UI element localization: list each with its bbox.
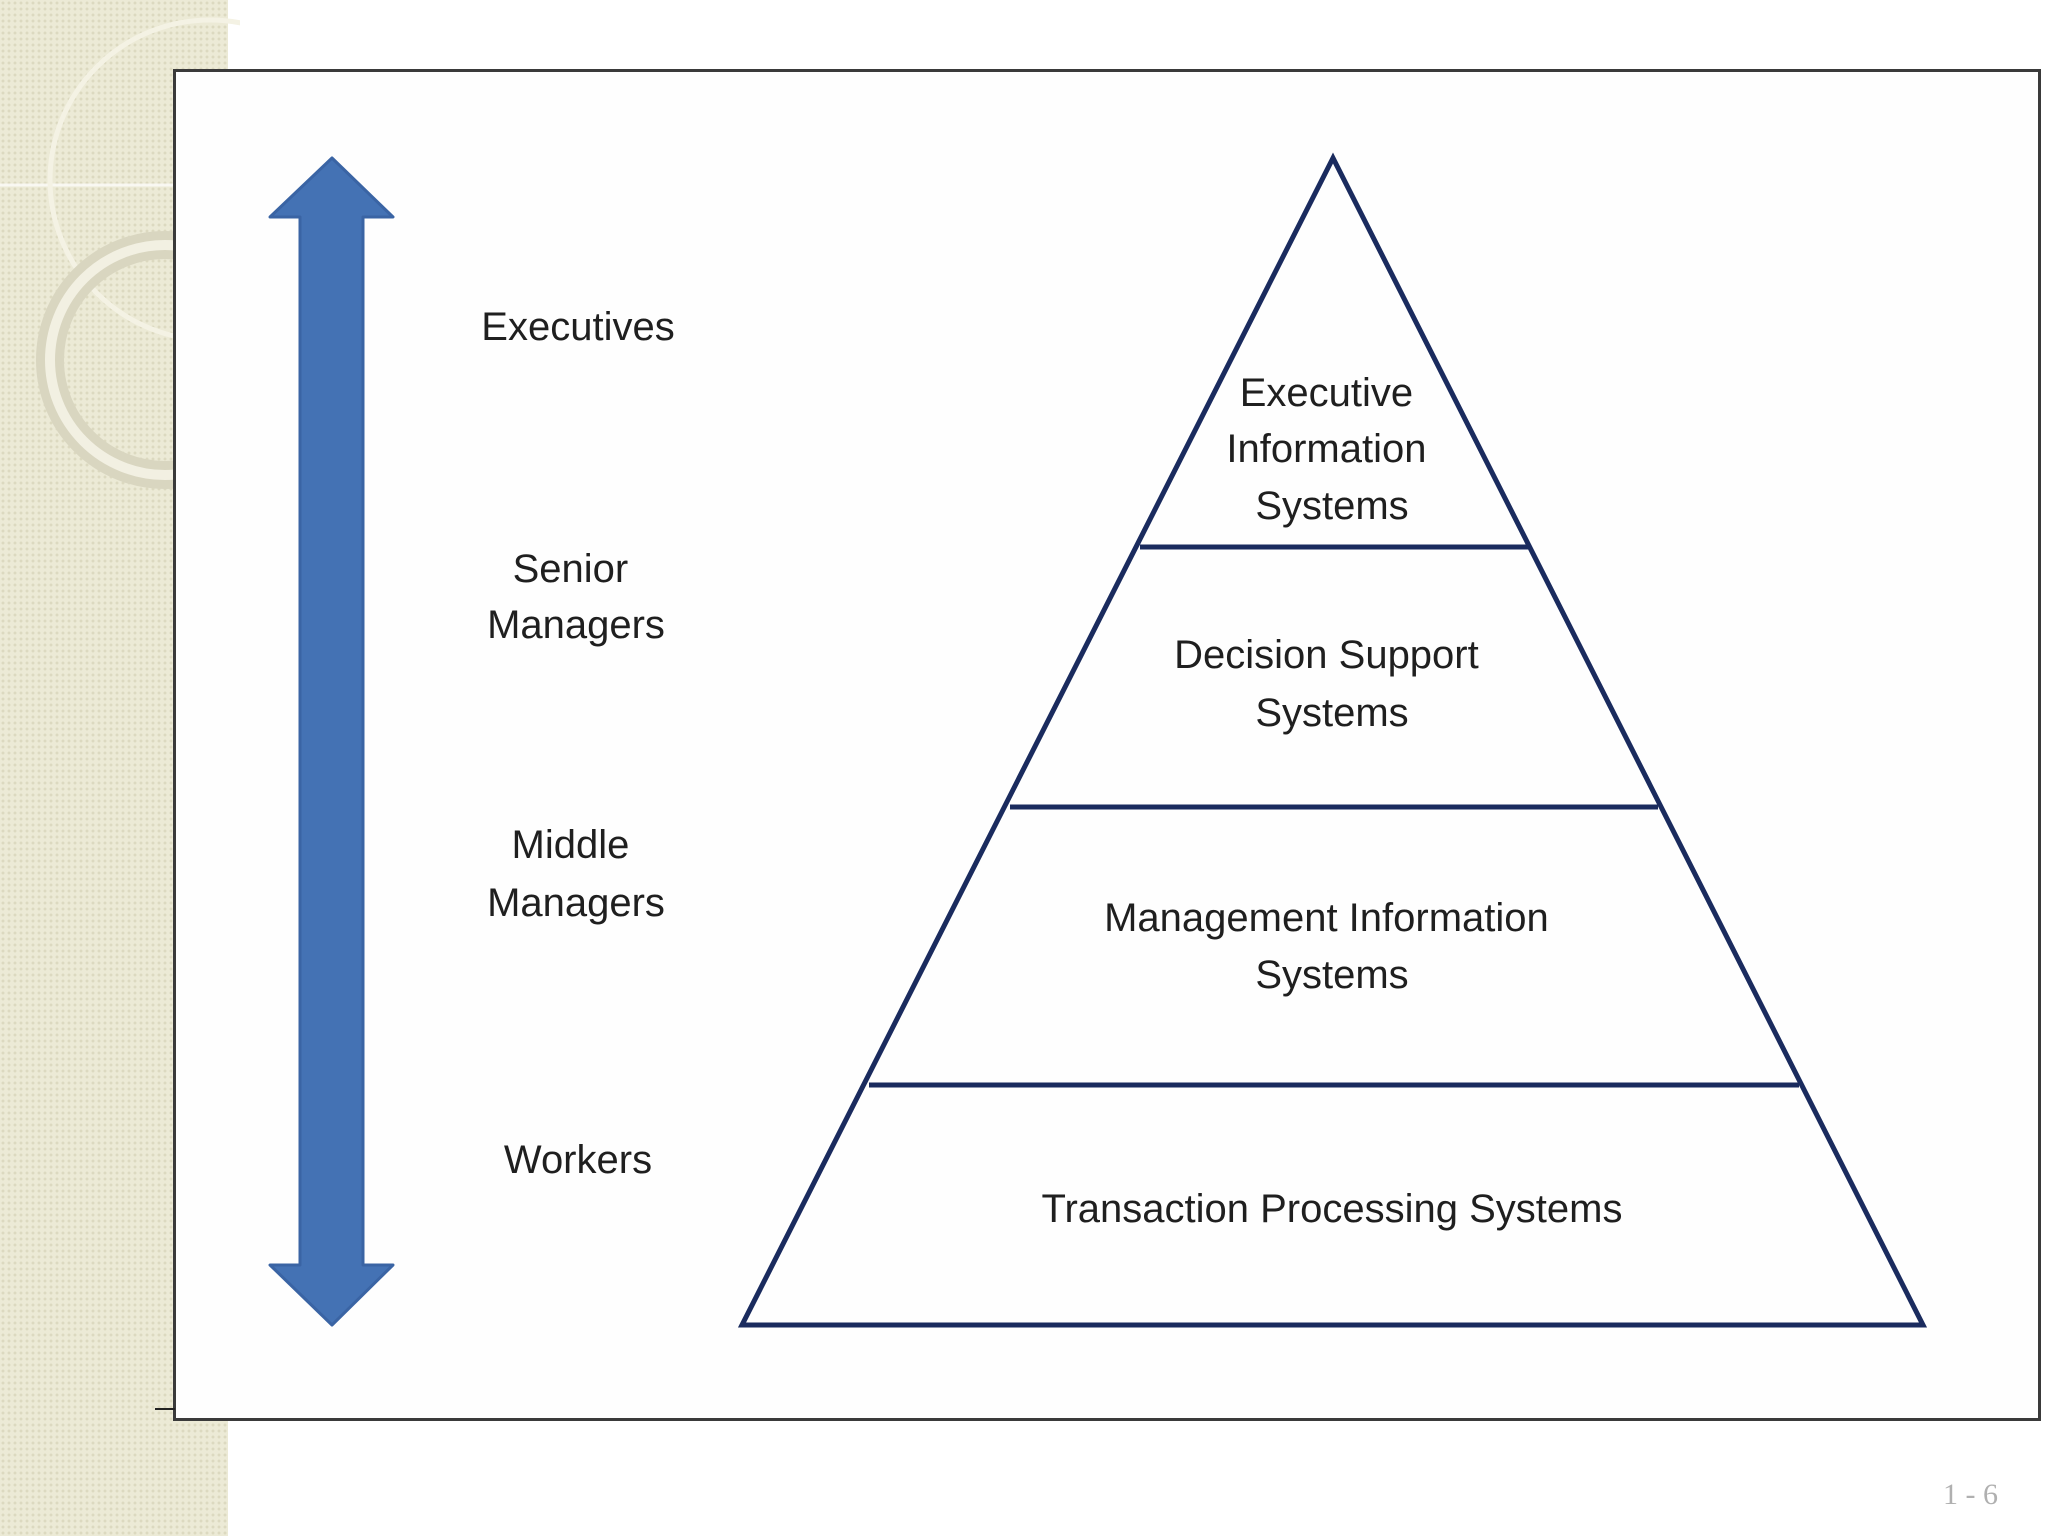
- tier-label-executive-information-systems: Executive Information Systems: [1226, 371, 1437, 528]
- page-number: 1 - 6: [1943, 1478, 1998, 1511]
- pyramid-outline: [737, 152, 1928, 1328]
- divider-stub: [155, 1408, 175, 1410]
- role-label-executives: Executives: [481, 305, 674, 349]
- role-label-workers: Workers: [504, 1138, 652, 1182]
- tier-label-decision-support-systems: Decision Support Systems: [1174, 633, 1490, 735]
- tier-label-management-information-systems: Management Information Systems: [1104, 896, 1560, 997]
- role-label-senior-managers: Senior Managers: [487, 547, 665, 647]
- diagram-frame: [173, 69, 2041, 1421]
- tier-label-transaction-processing-systems: Transaction Processing Systems: [1042, 1187, 1623, 1231]
- double-headed-vertical-arrow-icon: [268, 156, 395, 1327]
- role-label-middle-managers: Middle Managers: [487, 823, 665, 925]
